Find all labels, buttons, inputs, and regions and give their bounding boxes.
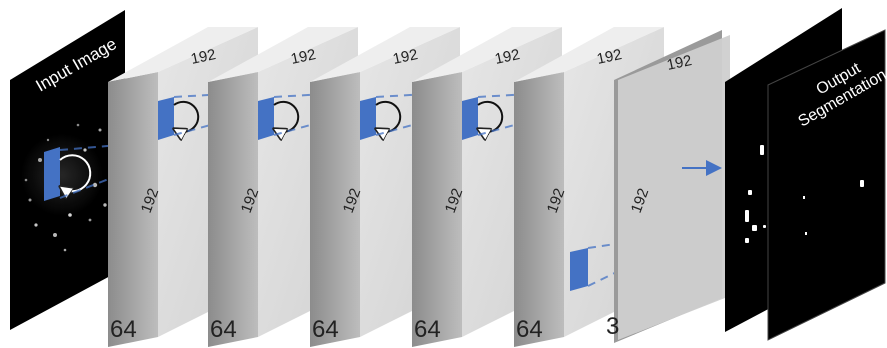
layer-top-face	[514, 27, 664, 82]
layer-depth-label: 64	[414, 316, 441, 343]
layer-side-face	[412, 72, 462, 347]
input-image-panel: Input Image	[10, 10, 125, 330]
input-curl-arrow-icon	[60, 154, 92, 191]
layer-depth-label: 64	[210, 316, 237, 343]
segmentation-blobs	[745, 145, 864, 243]
input-kernel-patch	[44, 147, 60, 201]
layer-width-label: 192	[189, 46, 217, 68]
layer-width-label: 192	[595, 46, 623, 68]
layer-side-face	[108, 72, 158, 347]
layer-width-label: 192	[493, 46, 521, 68]
kernel-patch	[360, 97, 376, 140]
kernel-patch	[462, 97, 478, 140]
output-segmentation-panel: Output Segmentation	[725, 8, 887, 341]
layer-depth-label: 64	[516, 316, 543, 343]
layer-width-label: 192	[289, 46, 317, 68]
final-layer-width-label: 192	[665, 52, 693, 74]
curl-arrow-icon	[478, 100, 504, 132]
curl-arrow-icon	[174, 100, 200, 132]
layer-top-face	[108, 27, 258, 82]
kernel-patch	[158, 97, 174, 140]
layer-top-face	[310, 27, 460, 82]
layer-top-face	[412, 27, 562, 82]
layer-side-face	[514, 72, 564, 347]
layer-side-face	[208, 72, 258, 347]
input-image-texture	[20, 123, 107, 252]
curl-arrow-icon	[376, 100, 402, 132]
final-layer-depth-label: 3	[606, 313, 619, 340]
kernel-patch	[570, 248, 588, 291]
final-layer-face	[618, 35, 730, 340]
output-front-plane	[767, 29, 886, 341]
final-layer-3ch	[614, 30, 730, 343]
curl-arrow-icon	[274, 100, 300, 132]
layer-side-face	[310, 72, 360, 347]
layer-width-label: 192	[391, 46, 419, 68]
kernel-patch	[258, 97, 274, 140]
layer-depth-label: 64	[110, 316, 137, 343]
layer-depth-label: 64	[312, 316, 339, 343]
layer-top-face	[208, 27, 358, 82]
